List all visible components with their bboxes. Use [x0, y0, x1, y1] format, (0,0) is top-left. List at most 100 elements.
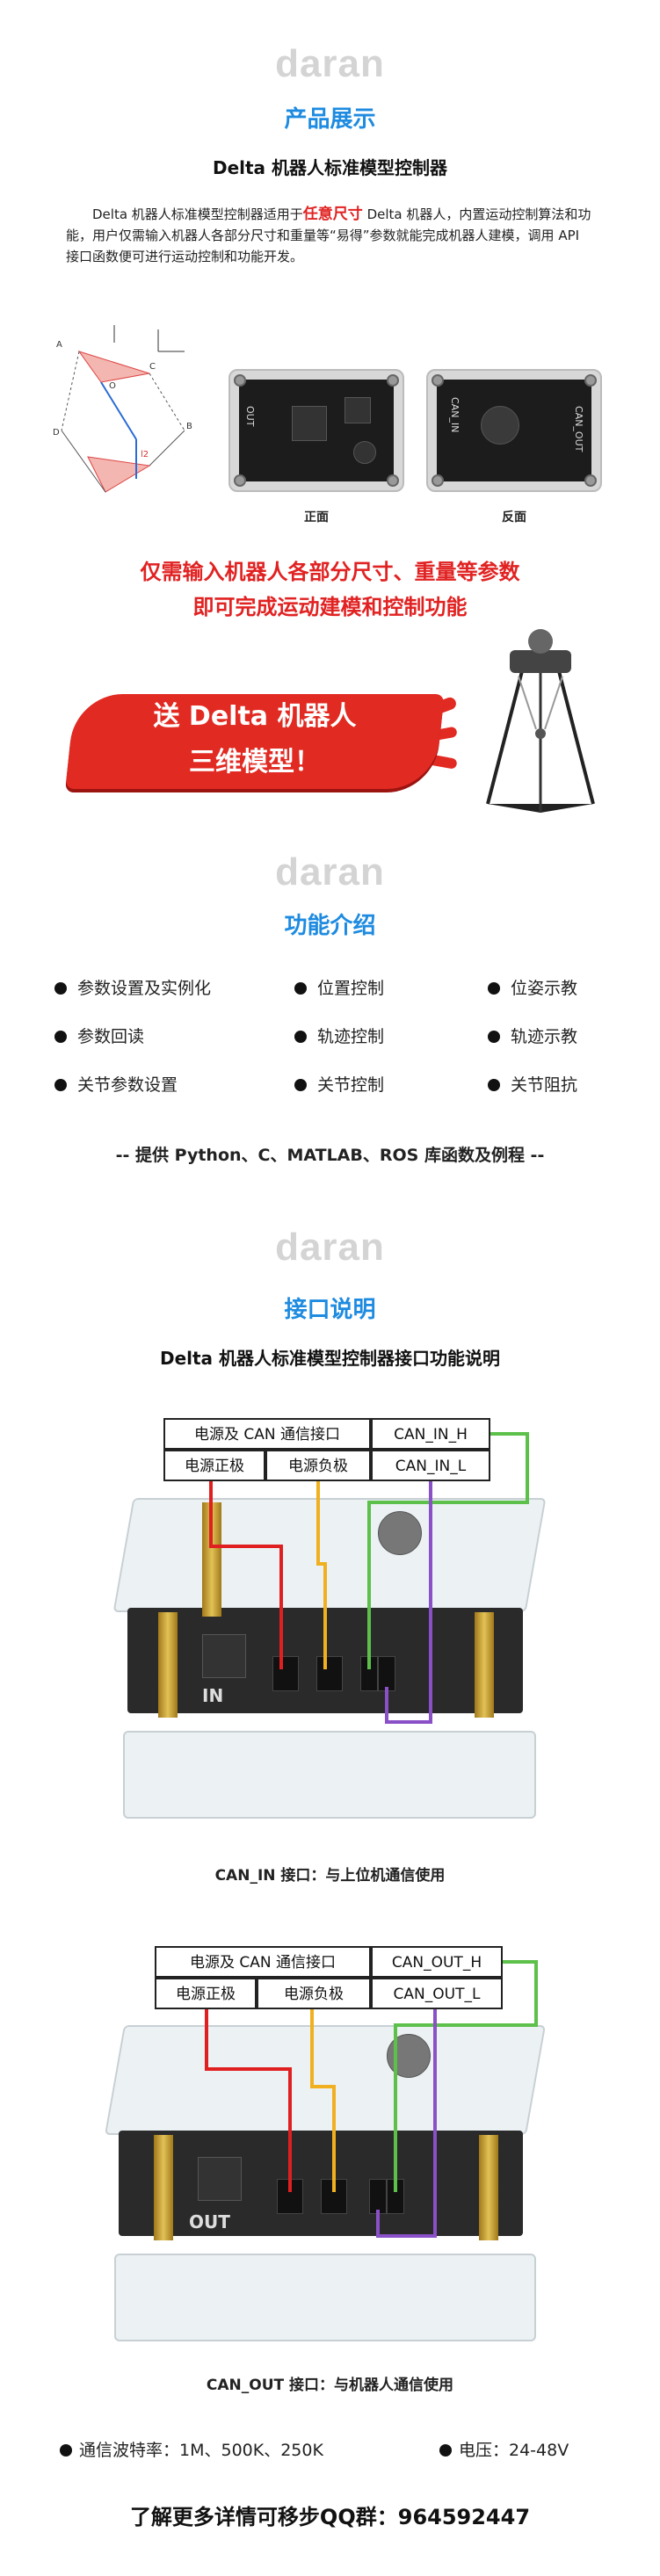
- screw: [432, 474, 444, 487]
- label-can-h: CAN_IN_H: [371, 1418, 490, 1450]
- brass-standoff: [154, 2135, 173, 2240]
- feature-item: 位置控制: [294, 975, 384, 999]
- banner-line-1: 送 Delta 机器人: [153, 701, 357, 732]
- feature-item: 轨迹控制: [294, 1024, 384, 1047]
- baud-rate-text: 通信波特率：1M、500K、250K: [79, 2441, 323, 2460]
- board-port-label: IN: [202, 1685, 224, 1706]
- diagram-caption-in: CAN_IN 接口：与上位机通信使用: [214, 1867, 446, 1885]
- wire-overlay: [205, 1960, 538, 2238]
- terminal-power-negative: [316, 1656, 343, 1691]
- red-tagline-2: 即可完成运动建模和控制功能: [192, 595, 468, 619]
- capacitor: [378, 1511, 422, 1555]
- feature-label: 轨迹示教: [511, 1027, 578, 1046]
- caption-front: 正面: [304, 510, 329, 525]
- board-port-label: OUT: [189, 2211, 230, 2232]
- label-power-positive: 电源正极: [163, 1450, 265, 1481]
- feature-label: 关节参数设置: [77, 1075, 178, 1095]
- product-description: Delta 机器人标准模型控制器适用于任意尺寸 Delta 机器人，内置运动控制…: [66, 204, 593, 267]
- red-tagline-1: 仅需输入机器人各部分尺寸、重量等参数: [140, 560, 520, 584]
- brass-standoff: [158, 1612, 178, 1718]
- section-heading-features: 功能介绍: [284, 913, 376, 939]
- svg-text:C: C: [149, 362, 156, 372]
- screw: [432, 374, 444, 387]
- feature-label: 参数回读: [77, 1027, 145, 1046]
- section-heading-products: 产品展示: [284, 106, 376, 133]
- svg-text:l2: l2: [141, 450, 149, 459]
- voltage-info: 电压：24-48V: [439, 2437, 569, 2461]
- label-power-negative: 电源负极: [265, 1450, 371, 1481]
- label-power-can: 电源及 CAN 通信接口: [163, 1418, 371, 1450]
- screw: [387, 374, 399, 387]
- screw: [234, 374, 246, 387]
- feature-item: 关节参数设置: [54, 1072, 178, 1096]
- kinematics-diagram: A C D B O l2: [53, 325, 211, 501]
- label-can-h: CAN_OUT_H: [371, 1946, 503, 1978]
- bullet-icon: [488, 1031, 500, 1043]
- bullet-icon: [54, 1079, 67, 1091]
- brand-logo: daran: [275, 850, 385, 894]
- banner-line-2: 三维模型！: [189, 747, 321, 778]
- board-back-label-out: CAN_OUT: [573, 406, 584, 452]
- interface-subheading: Delta 机器人标准模型控制器接口功能说明: [159, 1348, 501, 1369]
- bullet-icon: [488, 1079, 500, 1091]
- bullet-icon: [294, 1079, 307, 1091]
- feature-label: 关节控制: [317, 1075, 385, 1095]
- bullet-icon: [60, 2444, 72, 2457]
- capacitor: [353, 441, 376, 464]
- feature-label: 位姿示教: [511, 979, 578, 998]
- para-highlight: 任意尺寸: [302, 206, 363, 223]
- interface-diagram-out: 电源及 CAN 通信接口 CAN_OUT_H 电源正极 电源负极 CAN_OUT…: [0, 1937, 660, 2412]
- feature-label: 参数设置及实例化: [77, 979, 212, 998]
- wire-overlay: [209, 1432, 529, 1724]
- board-front-image: OUT: [228, 369, 404, 492]
- feature-label: 位置控制: [317, 979, 385, 998]
- label-power-positive: 电源正极: [155, 1978, 257, 2009]
- product-subheading: Delta 机器人标准模型控制器: [212, 157, 448, 178]
- capacitor: [202, 1634, 246, 1678]
- caption-back: 反面: [502, 510, 526, 525]
- interface-diagram-in: 电源及 CAN 通信接口 CAN_IN_H 电源正极 电源负极 CAN_IN_L…: [0, 1406, 660, 1898]
- svg-text:A: A: [56, 340, 62, 350]
- board-back-label-in: CAN_IN: [449, 397, 461, 433]
- baud-rate-info: 通信波特率：1M、500K、250K: [60, 2437, 323, 2461]
- diagram-caption-out: CAN_OUT 接口：与机器人通信使用: [206, 2377, 454, 2394]
- brand-logo: daran: [275, 42, 385, 85]
- screw: [584, 474, 597, 487]
- feature-label: 轨迹控制: [317, 1027, 385, 1046]
- qq-group-info: 了解更多详情可移步QQ群：964592447: [129, 2505, 531, 2529]
- label-can-l: CAN_IN_L: [371, 1450, 490, 1481]
- bullet-icon: [294, 1031, 307, 1043]
- terminal-power-positive: [272, 1656, 299, 1691]
- board-back-image: CAN_IN CAN_OUT: [426, 369, 602, 492]
- label-power-can: 电源及 CAN 通信接口: [155, 1946, 371, 1978]
- feature-item: 关节阻抗: [488, 1072, 577, 1096]
- brass-standoff: [475, 1612, 494, 1718]
- board-front-label: OUT: [244, 406, 256, 427]
- screw: [584, 374, 597, 387]
- feature-label: 关节阻抗: [511, 1075, 578, 1095]
- feature-item: 关节控制: [294, 1072, 384, 1096]
- para-suffix: Delta 机器人，内置运动控制算法和功能，用户仅需输入机器人各部分尺寸和重量等…: [66, 206, 591, 264]
- chip: [292, 406, 327, 441]
- feature-item: 参数回读: [54, 1024, 144, 1047]
- section-heading-interface: 接口说明: [284, 1297, 376, 1323]
- delta-robot-image: [470, 615, 611, 817]
- bullet-icon: [294, 982, 307, 995]
- svg-text:O: O: [109, 381, 116, 391]
- para-prefix: Delta 机器人标准模型控制器适用于: [92, 206, 303, 222]
- connector: [481, 406, 519, 445]
- screw: [234, 474, 246, 487]
- label-power-negative: 电源负极: [257, 1978, 371, 2009]
- brand-logo: daran: [275, 1226, 385, 1269]
- capacitor: [198, 2157, 242, 2201]
- bullet-icon: [54, 1031, 67, 1043]
- gift-banner-text: 送 Delta 机器人 三维模型！: [70, 694, 439, 785]
- acrylic-bottom-plate: [114, 2254, 536, 2341]
- bullet-icon: [488, 982, 500, 995]
- brass-standoff: [202, 1502, 221, 1617]
- chip: [345, 397, 371, 423]
- svg-text:B: B: [186, 422, 192, 431]
- svg-text:D: D: [53, 428, 60, 438]
- library-tagline: -- 提供 Python、C、MATLAB、ROS 库函数及例程 --: [115, 1146, 545, 1165]
- feature-item: 参数设置及实例化: [54, 975, 211, 999]
